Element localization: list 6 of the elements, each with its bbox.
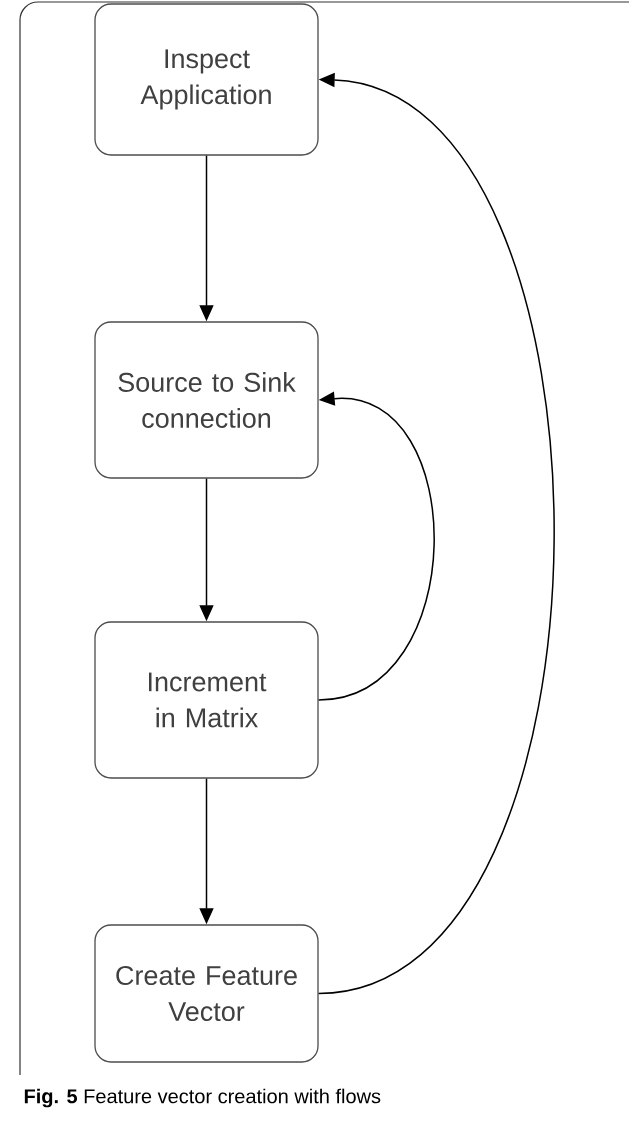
process-box: Source to Sink connection <box>94 321 319 479</box>
process-box: Inspect Application <box>94 3 319 156</box>
process-box: Increment in Matrix <box>94 621 319 779</box>
arrow <box>317 391 435 701</box>
caption: Fig. 5 Feature vector creation with flows <box>24 1088 381 1108</box>
process-box: Create Feature Vector <box>94 924 319 1063</box>
